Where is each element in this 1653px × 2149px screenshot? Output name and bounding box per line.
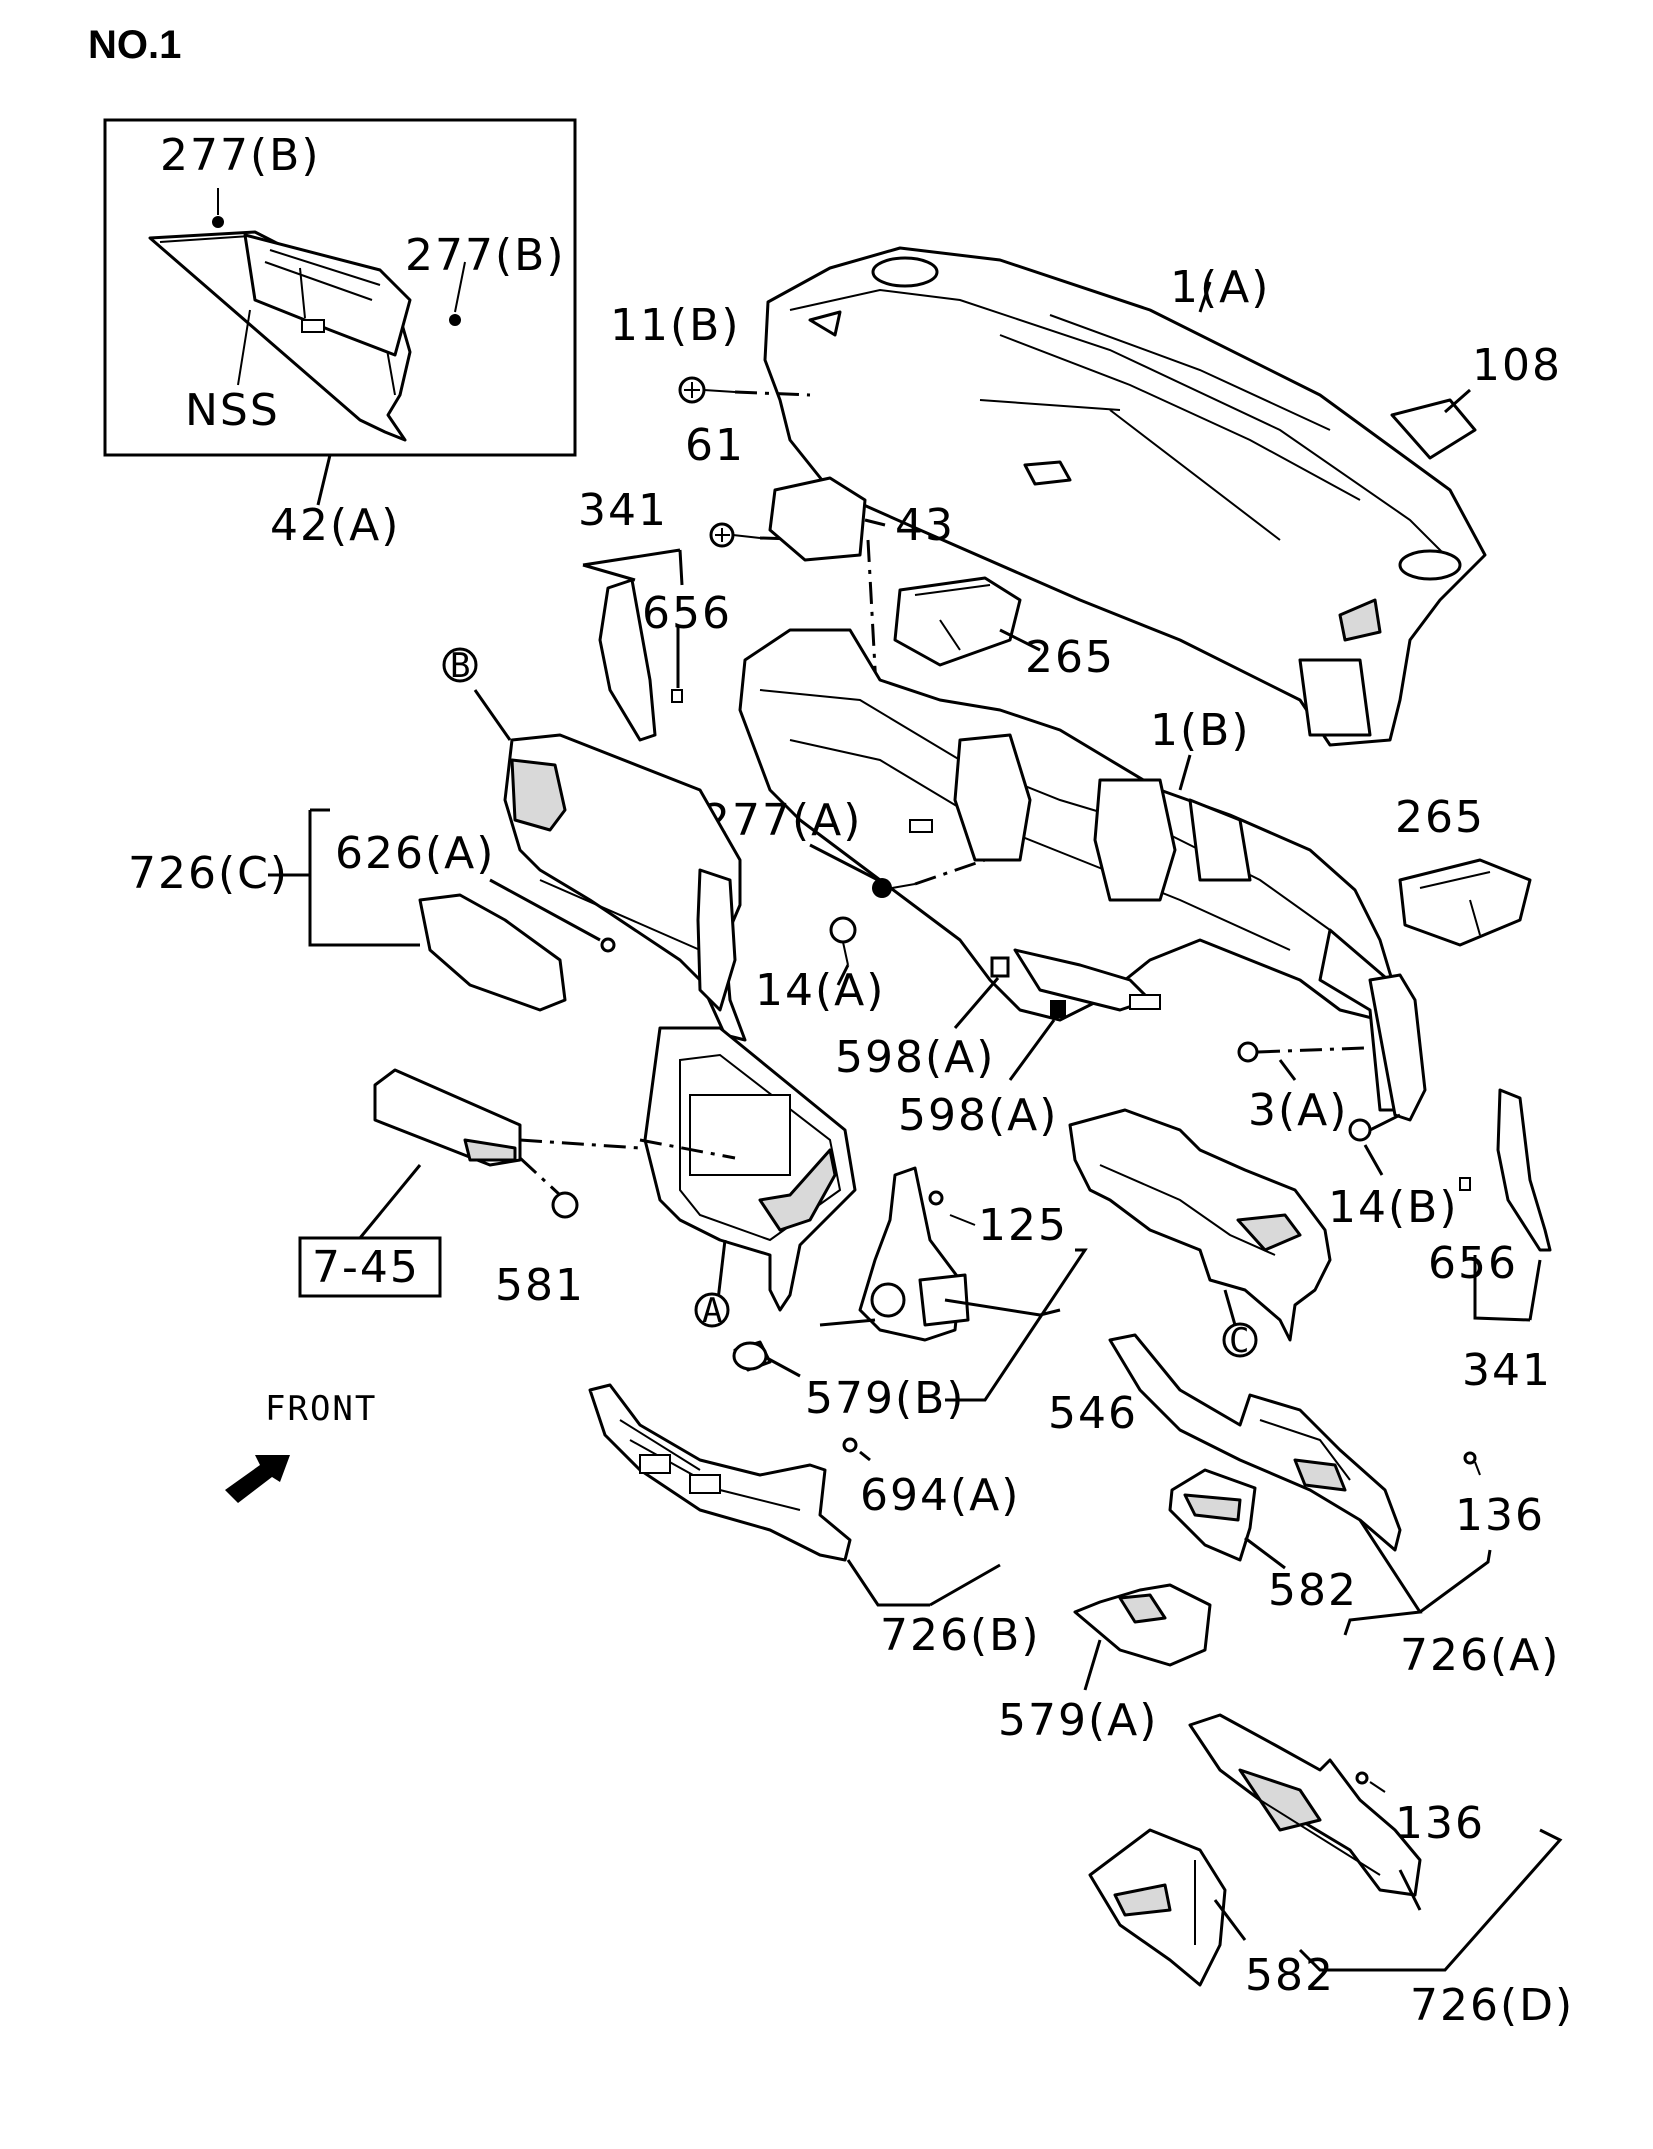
clip-598A	[953, 956, 1066, 1081]
screw-14A	[829, 916, 857, 986]
inset-label-nss: NSS	[185, 385, 280, 436]
inset-screw-dot	[449, 314, 461, 326]
callout-136: 136	[1455, 1490, 1545, 1541]
front-label: FRONT	[265, 1389, 377, 1429]
callout-14A: 14(A)	[755, 965, 885, 1016]
callout-626A: 626(A)	[335, 828, 495, 879]
bracket-43	[768, 476, 867, 562]
ref-circle-B	[442, 647, 478, 683]
screw-61	[709, 522, 836, 548]
side-panel-341	[598, 578, 657, 742]
callout-11B: 11(B)	[610, 300, 741, 351]
callout-656: 656	[642, 588, 732, 639]
ref-circle-A	[694, 1292, 730, 1328]
callout-125: 125	[978, 1200, 1068, 1251]
ref-circle-B-label: B	[450, 646, 472, 686]
callout-14B: 14(B)	[1328, 1182, 1459, 1233]
ref-box-7-45	[298, 1236, 442, 1298]
callout-581: 581	[495, 1260, 585, 1311]
callout-598A: 598(A)	[835, 1032, 995, 1083]
ref-circle-C-label: C	[1229, 1321, 1251, 1361]
trim-726C	[418, 893, 567, 1012]
callout-582: 582	[1268, 1565, 1358, 1616]
screw-3A	[1237, 1041, 1366, 1081]
callout-726B: 726(B)	[880, 1610, 1041, 1661]
trim-726B	[588, 1383, 852, 1562]
tray-579A	[1073, 1583, 1212, 1667]
ref-circle-A-label: A	[702, 1291, 724, 1331]
inset-box: 277(B) 277(B) NSS	[103, 118, 577, 457]
front-arrow-icon	[225, 1455, 290, 1503]
instrument-panel-upper	[763, 246, 1487, 747]
callout-546: 546	[1048, 1388, 1138, 1439]
callout-582: 582	[1245, 1950, 1335, 2001]
callout-43: 43	[895, 500, 955, 551]
inset-label: 277(B)	[160, 130, 321, 181]
callout-726D: 726(D)	[1410, 1980, 1574, 2031]
callout-61: 61	[685, 420, 745, 471]
glove-box-panel	[473, 689, 747, 1042]
callout-265: 265	[1395, 792, 1485, 843]
callout-579B: 579(B)	[805, 1373, 966, 1424]
callout-265: 265	[1025, 632, 1115, 683]
callout-1A: 1(A)	[1170, 262, 1270, 313]
callout-341: 341	[578, 485, 668, 536]
callout-656: 656	[1428, 1238, 1518, 1289]
callout-598A: 598(A)	[898, 1090, 1058, 1141]
callout-341: 341	[1462, 1345, 1552, 1396]
callout-726C: 726(C)	[128, 848, 289, 899]
callout-3A: 3(A)	[1248, 1085, 1348, 1136]
callout-108: 108	[1472, 340, 1562, 391]
callout-42A: 42(A)	[270, 500, 400, 551]
duct-265	[893, 576, 1022, 667]
page-label: NO.1	[88, 23, 181, 67]
callout-136: 136	[1395, 1798, 1485, 1849]
ref-circle-C	[1222, 1322, 1258, 1358]
callout-7-45: 7-45	[312, 1242, 420, 1293]
screw-14B	[1348, 1113, 1401, 1176]
callout-726A: 726(A)	[1400, 1630, 1560, 1681]
trim-726A	[1108, 1333, 1402, 1552]
callout-694A: 694(A)	[860, 1470, 1020, 1521]
duct-265-right	[1398, 858, 1532, 947]
screw-11B	[678, 376, 811, 404]
callout-579A: 579(A)	[998, 1695, 1158, 1746]
cross-member	[738, 628, 1427, 1122]
part-108	[1390, 398, 1477, 460]
callout-1B: 1(B)	[1150, 705, 1251, 756]
inset-label: 277(B)	[405, 230, 566, 281]
column-cover	[1068, 1108, 1332, 1342]
inset-screw-dot	[212, 216, 224, 228]
screw-581	[551, 1191, 579, 1219]
screw-277A	[809, 843, 986, 898]
side-panel-341-right	[1496, 1088, 1552, 1252]
center-bezel	[639, 1026, 857, 1312]
